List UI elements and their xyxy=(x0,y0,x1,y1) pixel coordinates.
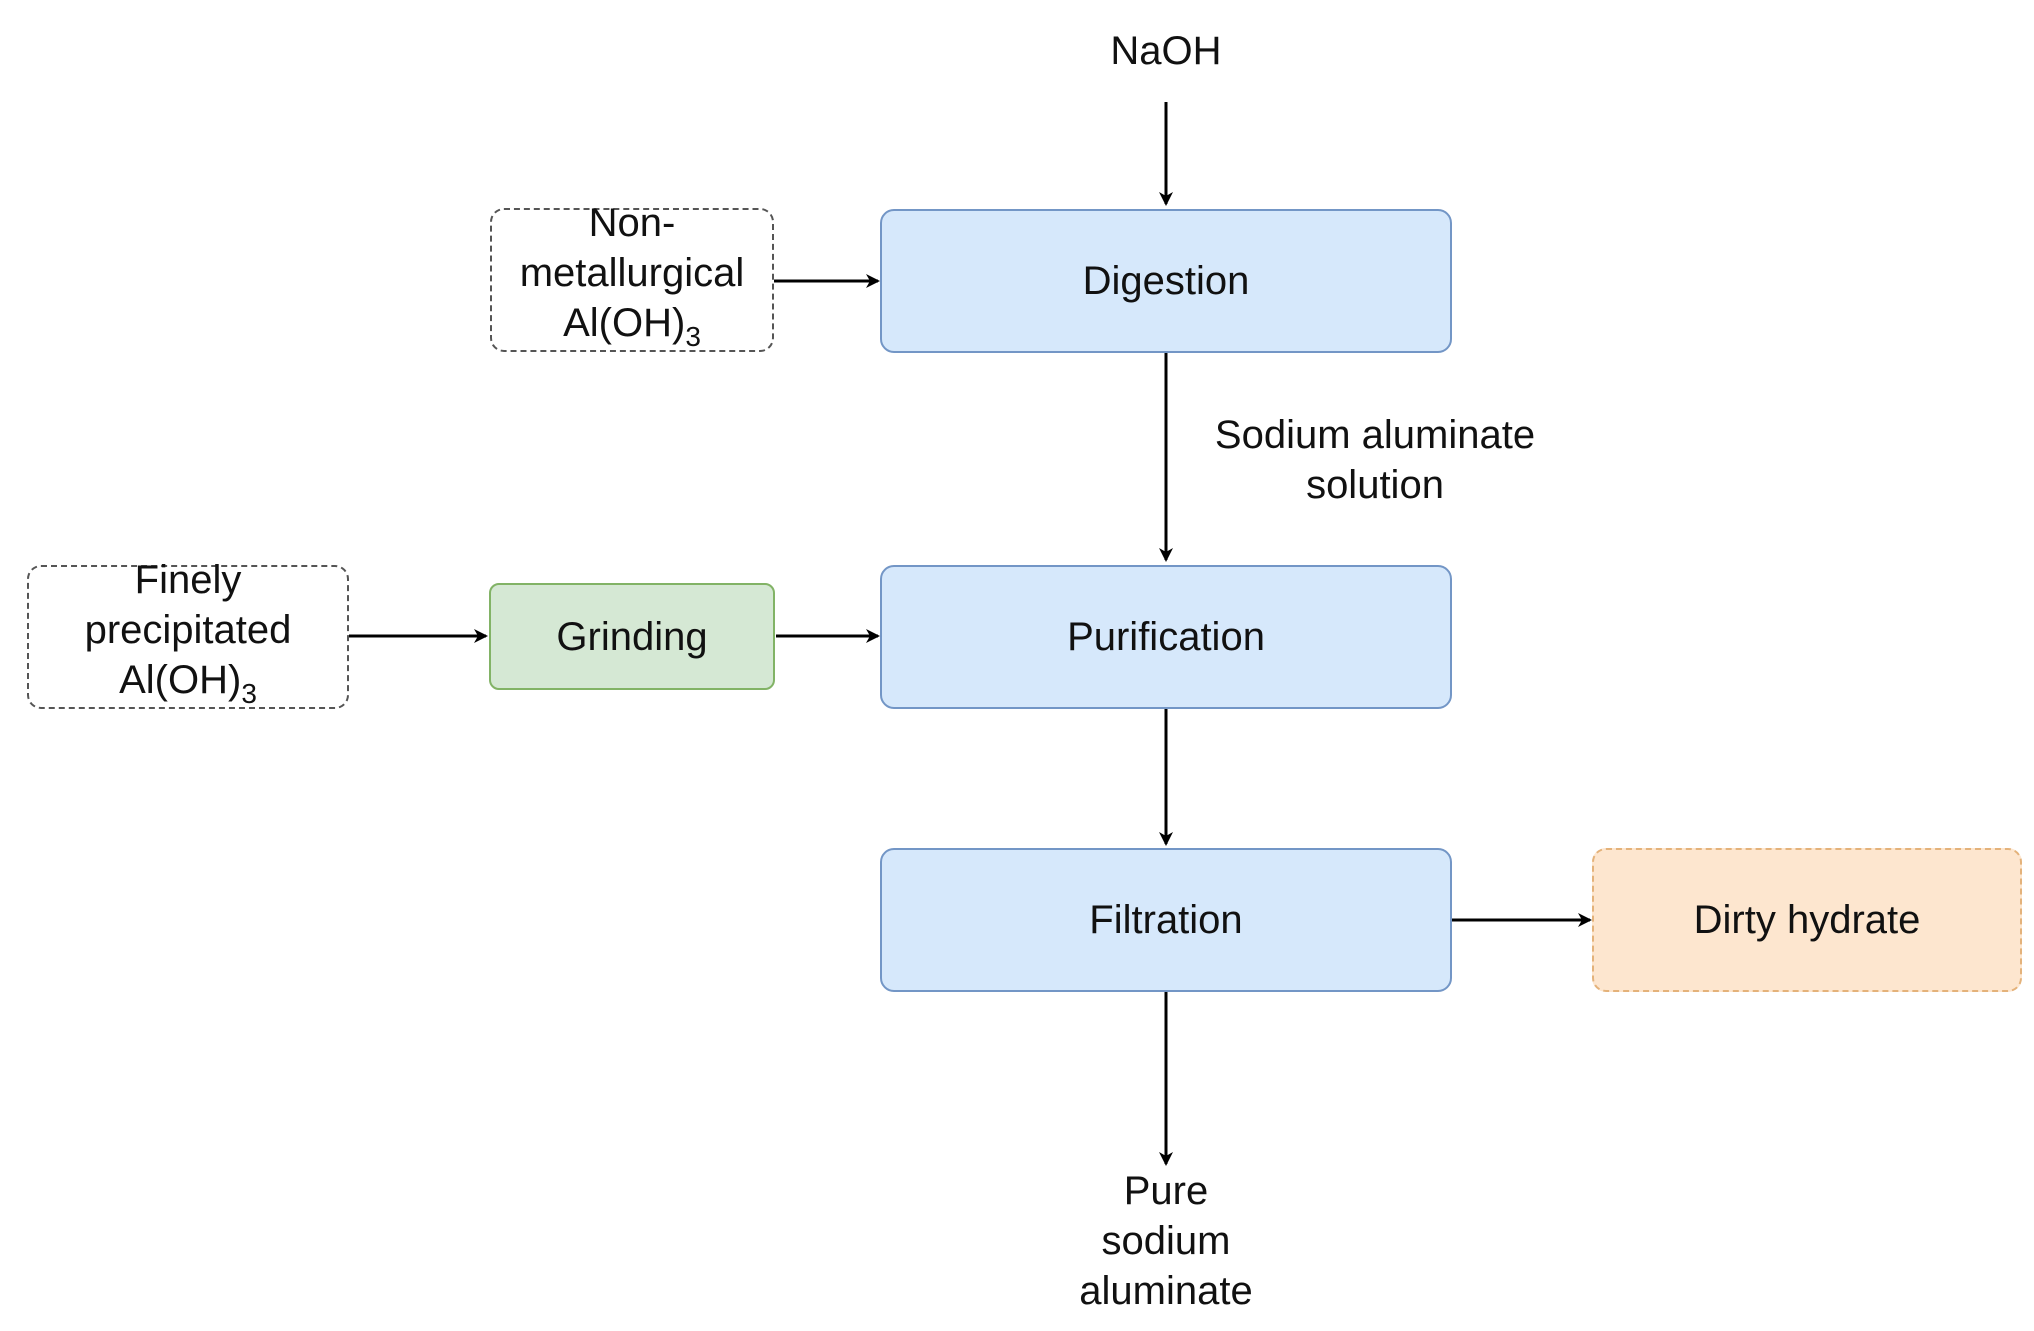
finely-precipitated-line2: precipitated xyxy=(84,608,292,652)
non-metallurgical-line2: metallurgical xyxy=(519,251,745,295)
purification-label: Purification xyxy=(1067,615,1265,659)
grinding-label: Grinding xyxy=(556,614,708,659)
sodium-aluminate-line2: solution xyxy=(1306,463,1444,507)
pure-line1: Pure xyxy=(1123,1169,1209,1213)
finely-precipitated-line1: Finely xyxy=(134,558,242,602)
finely-precipitated-formula: Al(OH) xyxy=(119,658,242,702)
sodium-aluminate-line1: Sodium aluminate xyxy=(1214,413,1536,457)
sodium-aluminate-solution-label: Sodium aluminate solution xyxy=(1180,410,1570,510)
non-metallurgical-subscript: 3 xyxy=(685,321,701,352)
grinding-node: Grinding xyxy=(489,583,775,690)
digestion-label: Digestion xyxy=(1082,259,1250,303)
filtration-label: Filtration xyxy=(1089,898,1243,942)
dirty-hydrate-node: Dirty hydrate xyxy=(1592,848,2022,992)
pure-line3: aluminate xyxy=(1079,1269,1253,1313)
pure-sodium-aluminate-label: Pure sodium aluminate xyxy=(1036,1166,1296,1316)
non-metallurgical-line1: Non- xyxy=(588,201,676,245)
non-metallurgical-line3: Al(OH)3 xyxy=(563,298,701,362)
finely-precipitated-aloh3-node: Finely precipitated Al(OH)3 xyxy=(27,558,349,709)
naoh-label: NaOH xyxy=(1110,29,1222,73)
finely-precipitated-subscript: 3 xyxy=(241,678,257,709)
purification-node: Purification xyxy=(880,565,1452,709)
finely-precipitated-line3: Al(OH)3 xyxy=(119,655,257,719)
filtration-node: Filtration xyxy=(880,848,1452,992)
non-metallurgical-aloh3-node: Non- metallurgical Al(OH)3 xyxy=(490,201,774,352)
digestion-node: Digestion xyxy=(880,209,1452,353)
non-metallurgical-formula: Al(OH) xyxy=(563,301,686,345)
dirty-hydrate-label: Dirty hydrate xyxy=(1693,898,1921,942)
pure-line2: sodium xyxy=(1101,1219,1231,1263)
